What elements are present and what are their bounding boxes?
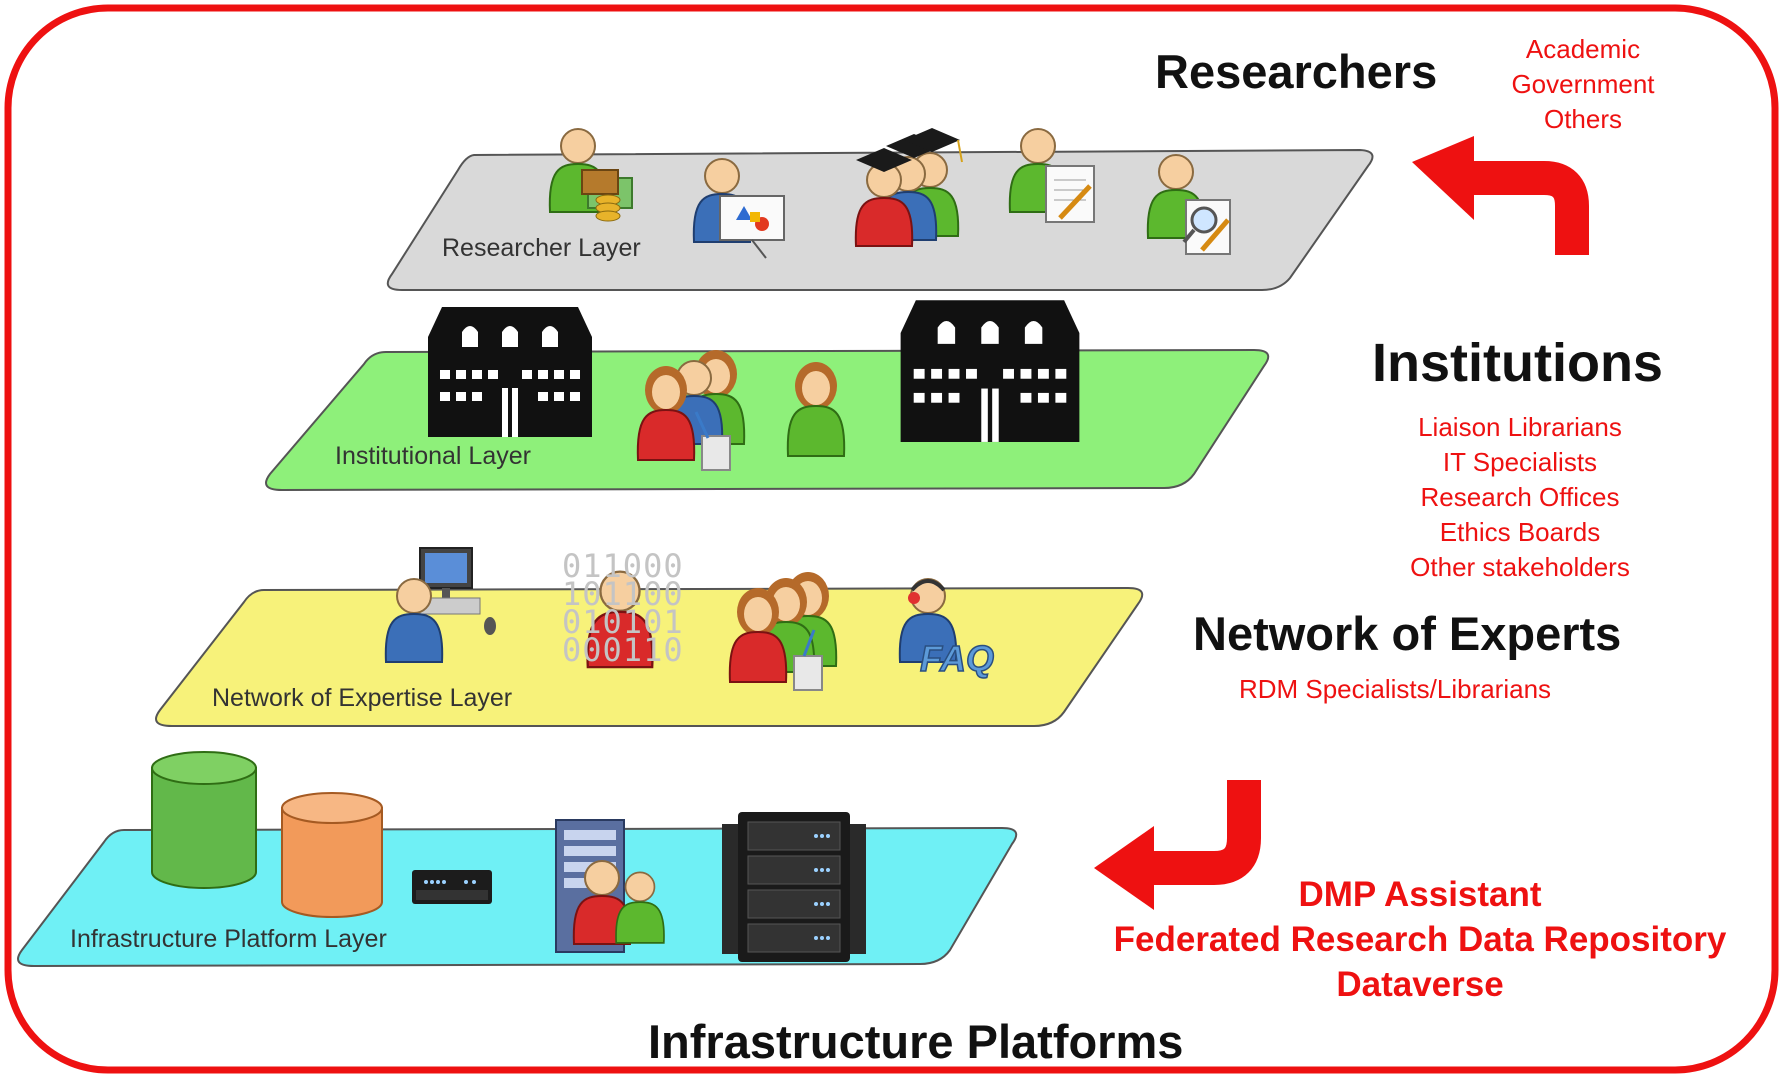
- expertise-layer-label: Network of Expertise Layer: [212, 684, 513, 712]
- building-icon: [900, 300, 1080, 442]
- platforms-list: DMP Assistant Federated Research Data Re…: [1090, 872, 1750, 1007]
- researcher-type: Government: [1511, 69, 1655, 99]
- network-heading: Network of Experts: [1193, 607, 1622, 660]
- infrastructure-layer-label: Infrastructure Platform Layer: [70, 925, 387, 953]
- binary-row: 000110: [562, 631, 684, 669]
- computer-user-icon: [384, 547, 496, 663]
- outer-frame: [4, 4, 1779, 1074]
- platform-item: Dataverse: [1336, 965, 1504, 1004]
- institution-role: Research Offices: [1420, 482, 1620, 512]
- network-roles-text: RDM Specialists/Librarians: [1238, 674, 1552, 704]
- person-presentation-icon: [692, 158, 785, 259]
- binary-row: 010101: [562, 603, 684, 641]
- arrow-icon: [1412, 136, 1589, 255]
- platform-item: Federated Research Data Repository: [1113, 920, 1727, 959]
- server-admin-icon: [555, 819, 665, 953]
- researcher-types-list: Academic Government Others: [1478, 32, 1688, 137]
- group-icon: [636, 349, 746, 471]
- platform-item: DMP Assistant: [1298, 875, 1542, 914]
- binary-row: 101100: [562, 575, 684, 613]
- institution-role: IT Specialists: [1442, 447, 1598, 477]
- person-notes-icon: [1008, 128, 1095, 223]
- researcher-type: Academic: [1525, 34, 1641, 64]
- server-rack-icon: [722, 812, 866, 962]
- person-search-icon: [1146, 154, 1231, 255]
- faq-support-icon: [898, 578, 958, 663]
- graduates-icon: [854, 128, 963, 247]
- faq-label: FAQ: [919, 637, 995, 680]
- institutional-layer-label: Institutional Layer: [335, 442, 531, 470]
- institution-roles-list: Liaison Librarians IT Specialists Resear…: [1370, 410, 1670, 585]
- institutions-heading: Institutions: [1372, 333, 1663, 393]
- group-icon: [728, 571, 838, 691]
- database-icon: [151, 751, 257, 889]
- database-icon: [281, 792, 383, 918]
- institution-role: Other stakeholders: [1410, 552, 1630, 582]
- binary-digits: 011000 101100 010101 000110: [562, 547, 684, 669]
- arrow-icon: [1094, 780, 1261, 910]
- researchers-heading: Researchers: [1155, 45, 1438, 98]
- researcher-layer-label: Researcher Layer: [442, 234, 641, 262]
- binary-row: 011000: [562, 547, 684, 585]
- network-device-icon: [412, 870, 492, 904]
- person-money-icon: [548, 128, 633, 222]
- researcher-type: Others: [1543, 104, 1623, 134]
- institution-role: Ethics Boards: [1439, 517, 1601, 547]
- institution-role: Liaison Librarians: [1418, 412, 1622, 442]
- building-icon: [428, 307, 592, 437]
- infrastructure-heading: Infrastructure Platforms: [648, 1015, 1184, 1068]
